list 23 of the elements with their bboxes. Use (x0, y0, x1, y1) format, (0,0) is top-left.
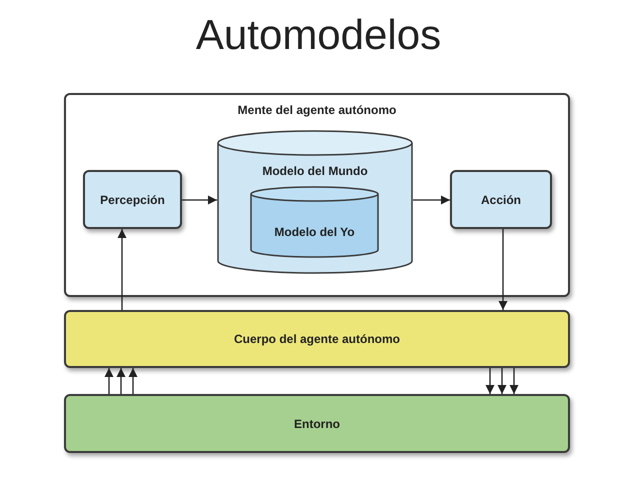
title: Automodelos (196, 14, 442, 56)
node-label: Mente del agente autónomo (238, 102, 396, 119)
process-box (83, 170, 182, 229)
arrow (498, 229, 508, 310)
node-label: Cuerpo del agente autónomo (234, 331, 400, 348)
arrow (117, 229, 127, 310)
arrow (485, 368, 495, 394)
arrow (413, 195, 450, 205)
node-label: Modelo del Mundo (262, 163, 368, 180)
layer-box (64, 310, 570, 368)
node-label: Percepción (100, 192, 165, 208)
arrow (116, 368, 126, 394)
arrow (182, 195, 217, 205)
container-box (64, 93, 570, 297)
layer-box (64, 394, 570, 453)
node-label: Modelo del Yo (274, 224, 355, 241)
arrow (509, 368, 519, 394)
node-label: Acción (480, 192, 521, 208)
arrow (497, 368, 507, 394)
arrow (128, 368, 138, 394)
arrow (104, 368, 114, 394)
node-label: Entorno (294, 416, 340, 432)
process-box (450, 170, 552, 229)
